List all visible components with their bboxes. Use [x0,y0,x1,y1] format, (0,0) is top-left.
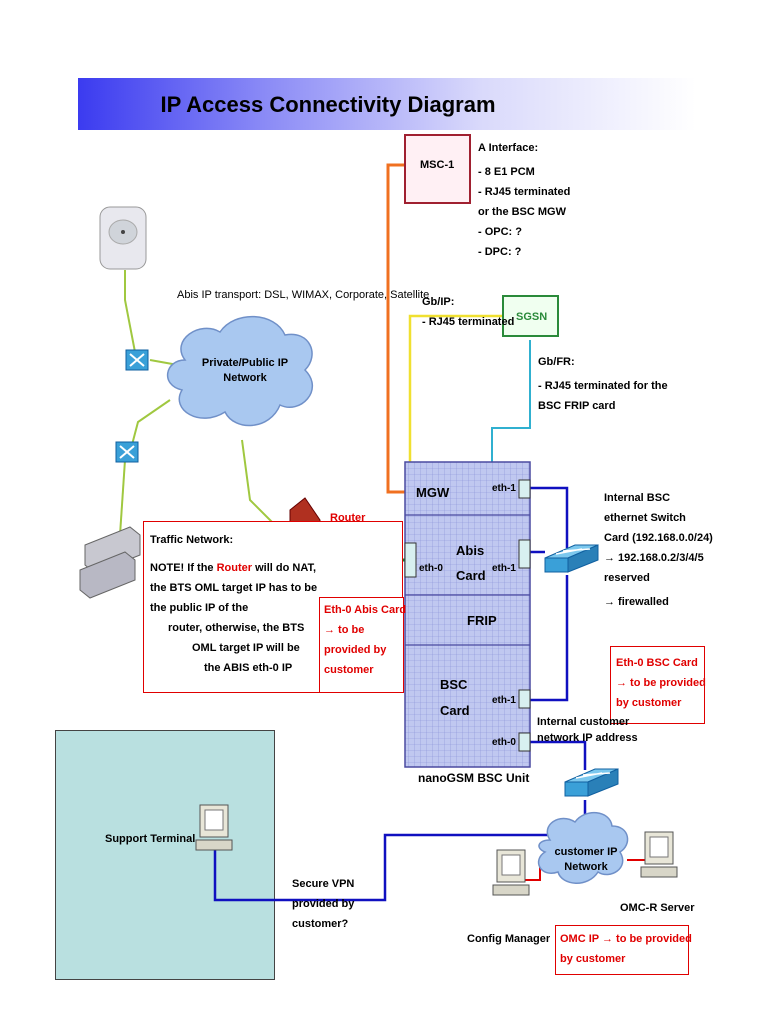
abis-eth0-label: eth-0 [419,563,443,574]
omc-ip-note: OMC IP → to be provided by customer [555,925,692,975]
abis-card-label: Card [456,568,486,583]
internal-switch-text: Internal BSC ethernet Switch Card (192.1… [604,492,713,608]
private-public-cloud-label: Private/Public IP Network [201,357,289,384]
msc-box [404,134,471,204]
internal-customer-text: Internal customer network IP address [537,716,638,744]
bsc-unit-caption: nanoGSM BSC Unit [418,771,530,785]
mgw-eth1-label: eth-1 [492,483,516,494]
frip-label: FRIP [467,613,497,628]
customer-cloud-label: customer IP Network [554,846,618,873]
bsc-customer-link [530,740,587,770]
gb-ip-text: Gb/IP: - RJ45 terminated [422,296,515,328]
gb-fr-text: Gb/FR: - RJ45 terminated for the BSC FRI… [538,356,668,412]
omc-server-label: OMC-R Server [620,902,695,914]
bsc-label: BSC [440,677,468,692]
bsc-switch-link [530,575,569,702]
omc-server-computer-icon [640,831,678,878]
mgw-switch-link [530,486,569,548]
config-link [525,860,541,881]
msc-label: MSC-1 [420,159,455,171]
mgw-eth1-port [518,479,531,499]
eth0-bsc-note: Eth-0 BSC Card → to be provided by custo… [610,646,706,724]
bts-top-icon [99,206,147,270]
msc-link [386,163,410,494]
internal-switch-icon [544,544,599,573]
title-banner [78,78,696,130]
abis-eth1-label: eth-1 [492,563,516,574]
support-terminal-computer-icon [195,804,233,851]
a-interface-text: A Interface: - 8 E1 PCM - RJ45 terminate… [478,142,571,258]
bsc-eth1-label: eth-1 [492,695,516,706]
bsc-eth1-port [518,689,531,709]
bsc-unit-chassis [404,461,531,768]
page-title: IP Access Connectivity Diagram [160,92,496,117]
vpn-text: Secure VPN provided by customer? [292,878,355,930]
gb-ip-link [408,314,503,470]
bsc-card-label: Card [440,703,470,718]
support-terminal-area [55,730,275,980]
sgsn-box [502,295,559,337]
vpn-link [213,833,548,902]
bts-link-top [124,270,136,353]
config-manager-label: Config Manager [467,933,551,945]
bts-bottom-icon [79,526,141,599]
sgsn-label: SGSN [516,311,548,323]
bsc-eth0-port [518,732,531,752]
customer-ip-cloud [537,812,629,884]
abis-transport-label: Abis IP transport: DSL, WIMAX, Corporate… [177,289,430,301]
abis-label: Abis [456,543,485,558]
support-terminal-label: Support Terminal [105,833,196,845]
bsc-eth0-label: eth-0 [492,737,516,748]
mgw-label: MGW [416,485,450,500]
private-public-cloud [166,315,313,427]
bts-link-bottom [119,459,126,536]
crossconnect-icon-1 [125,349,149,371]
config-manager-computer-icon [492,849,530,896]
abis-eth1-port [518,539,531,569]
crossconnect-icon-2 [115,441,139,463]
customer-switch-icon [564,768,619,797]
abis-eth0-port [404,542,417,578]
eth0-abis-note: Eth-0 Abis Card → to be provided by cust… [319,597,406,693]
